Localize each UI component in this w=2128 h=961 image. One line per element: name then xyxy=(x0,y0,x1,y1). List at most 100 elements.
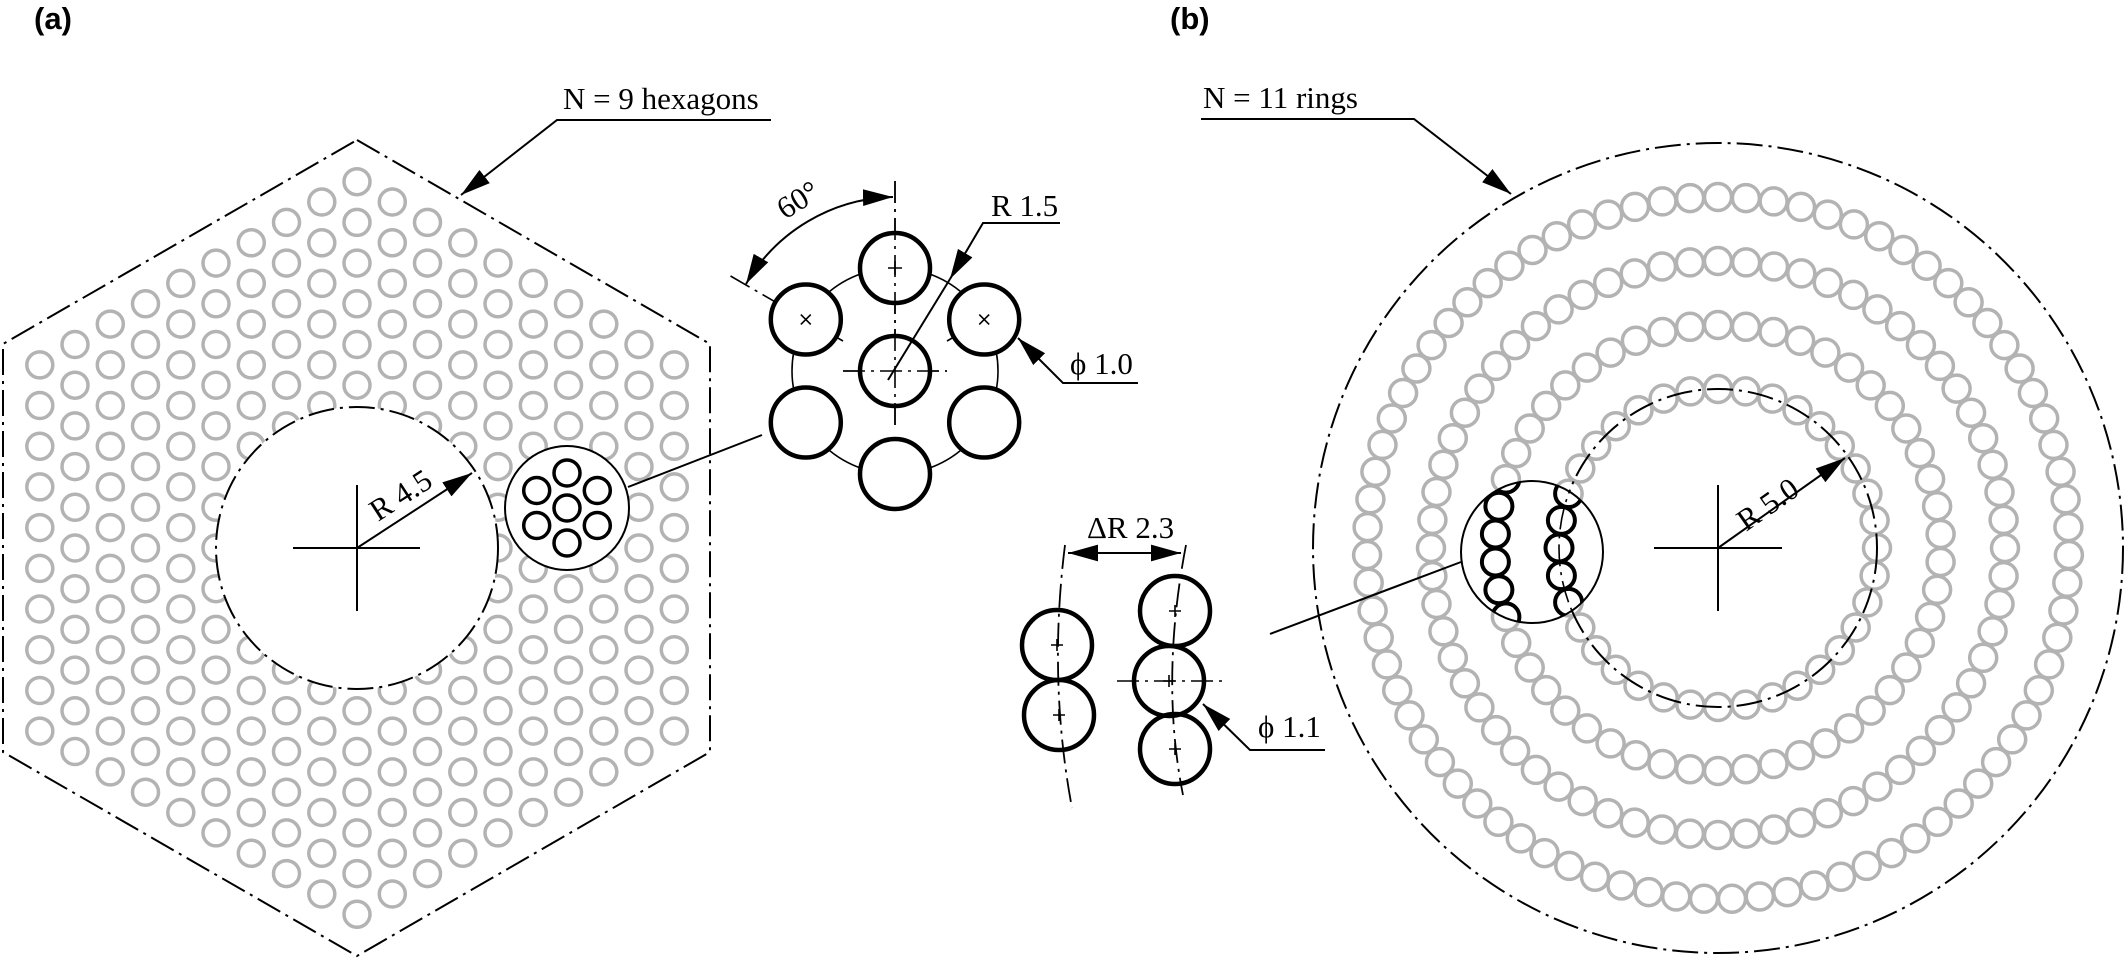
ring-circle xyxy=(1859,505,1890,536)
ring-spacing-detail xyxy=(1019,544,1222,809)
cutout-circle xyxy=(215,406,499,690)
lattice-circle xyxy=(307,350,337,380)
ring-circle xyxy=(1565,453,1596,484)
ring-circle xyxy=(1595,728,1626,759)
lattice-circle xyxy=(166,309,196,339)
ring-circle xyxy=(1620,740,1652,771)
ring-centerline-in-detail xyxy=(1558,481,1603,623)
ring-circle xyxy=(1543,294,1574,325)
lattice-circle xyxy=(307,879,337,909)
pin-circle xyxy=(768,385,844,460)
lattice-circle xyxy=(201,696,231,726)
ring-circle xyxy=(1416,329,1447,361)
ring-circle xyxy=(1921,574,1953,606)
ring-circle xyxy=(1352,511,1383,543)
lattice-circle xyxy=(553,655,584,685)
lattice-circle xyxy=(624,451,654,482)
ring-circle xyxy=(1804,410,1836,442)
lattice-circle xyxy=(659,390,690,421)
ring-circle xyxy=(1924,714,1956,746)
ring-circle xyxy=(2028,403,2060,434)
lattice-circle xyxy=(130,329,161,360)
detail-cluster-small xyxy=(521,458,613,558)
diameter-label-b: ϕ 1.1 xyxy=(1258,709,1321,744)
lattice-circle xyxy=(95,309,126,339)
ring-circle xyxy=(2045,456,2076,488)
lattice-circle xyxy=(236,838,267,869)
ring-circle xyxy=(1421,476,1452,508)
ring-circle xyxy=(1996,724,2028,755)
lattice-circle xyxy=(130,736,161,767)
ring-centerline-right xyxy=(1171,544,1187,796)
lattice-circle xyxy=(624,329,654,360)
lattice-circle xyxy=(589,350,619,380)
lattice-circle xyxy=(130,696,161,726)
lattice-circle xyxy=(412,736,443,767)
ring-circle xyxy=(1863,220,1895,252)
lattice-circle xyxy=(553,614,584,645)
ring-circle xyxy=(1804,654,1836,686)
lattice-circle xyxy=(342,207,372,238)
lattice-circle xyxy=(483,451,513,482)
angle-label: 60° xyxy=(770,173,825,226)
lattice-circle xyxy=(25,512,55,543)
diameter-leader-a xyxy=(1017,337,1138,384)
lattice-circle xyxy=(659,594,690,624)
ring-circle xyxy=(1428,616,1459,647)
lattice-circle xyxy=(201,736,231,767)
ring-circle xyxy=(1730,182,1762,214)
ring-circle xyxy=(1550,695,1581,726)
ring-circle xyxy=(1580,430,1612,462)
ring-circle xyxy=(1905,735,1937,767)
ring-circle xyxy=(2017,377,2049,409)
lattice-circle xyxy=(483,736,513,767)
ring-circle xyxy=(1646,814,1678,845)
ring-circle xyxy=(1989,532,2021,564)
lattice-circle xyxy=(25,472,55,502)
ring-circle xyxy=(1500,627,1532,659)
ring-circle xyxy=(1600,654,1632,686)
lattice-circle xyxy=(25,635,55,665)
lattice-circle xyxy=(412,818,443,848)
lattice-circle xyxy=(95,716,126,746)
lattice-circle xyxy=(25,553,55,584)
ring-circle xyxy=(1592,267,1624,299)
lattice-circle xyxy=(271,329,302,360)
lattice-circle xyxy=(25,390,55,421)
lattice-circle xyxy=(377,757,408,787)
ring-circle xyxy=(1464,692,1495,723)
lattice-circle xyxy=(166,675,196,706)
lattice-circle xyxy=(483,329,513,360)
lattice-circle xyxy=(60,370,90,400)
ring-circle xyxy=(1855,695,1886,726)
lattice-circle xyxy=(377,797,408,828)
ring-circle xyxy=(1606,870,1637,901)
lattice-circle xyxy=(166,390,196,421)
ring-circle xyxy=(1757,682,1788,713)
lattice-circle xyxy=(95,390,126,421)
lattice-circle xyxy=(377,268,408,299)
lattice-circle xyxy=(518,675,549,706)
lattice-circle xyxy=(342,777,372,807)
lattice-circle xyxy=(589,716,619,746)
lattice-circle xyxy=(201,248,231,278)
lattice-circle xyxy=(60,614,90,645)
lattice-circle xyxy=(624,573,654,604)
lattice-circle xyxy=(236,675,267,706)
lattice-circle xyxy=(377,838,408,869)
lattice-circle xyxy=(25,594,55,624)
ring-circle xyxy=(1977,449,2008,480)
ring-circle xyxy=(1660,881,1692,912)
lattice-circle xyxy=(412,289,443,319)
ring-circle xyxy=(1674,311,1706,343)
ring-circle xyxy=(1647,316,1678,348)
lattice-circle xyxy=(166,268,196,299)
ring-circle xyxy=(1530,674,1562,706)
ring-circle xyxy=(1955,668,1987,699)
lattice-circle xyxy=(342,370,372,400)
lattice-circle xyxy=(659,472,690,502)
ring-circle xyxy=(1472,267,1503,299)
ring-circle xyxy=(1925,546,1956,578)
ring-circle xyxy=(1623,395,1654,426)
ring-circle xyxy=(1891,652,1922,683)
